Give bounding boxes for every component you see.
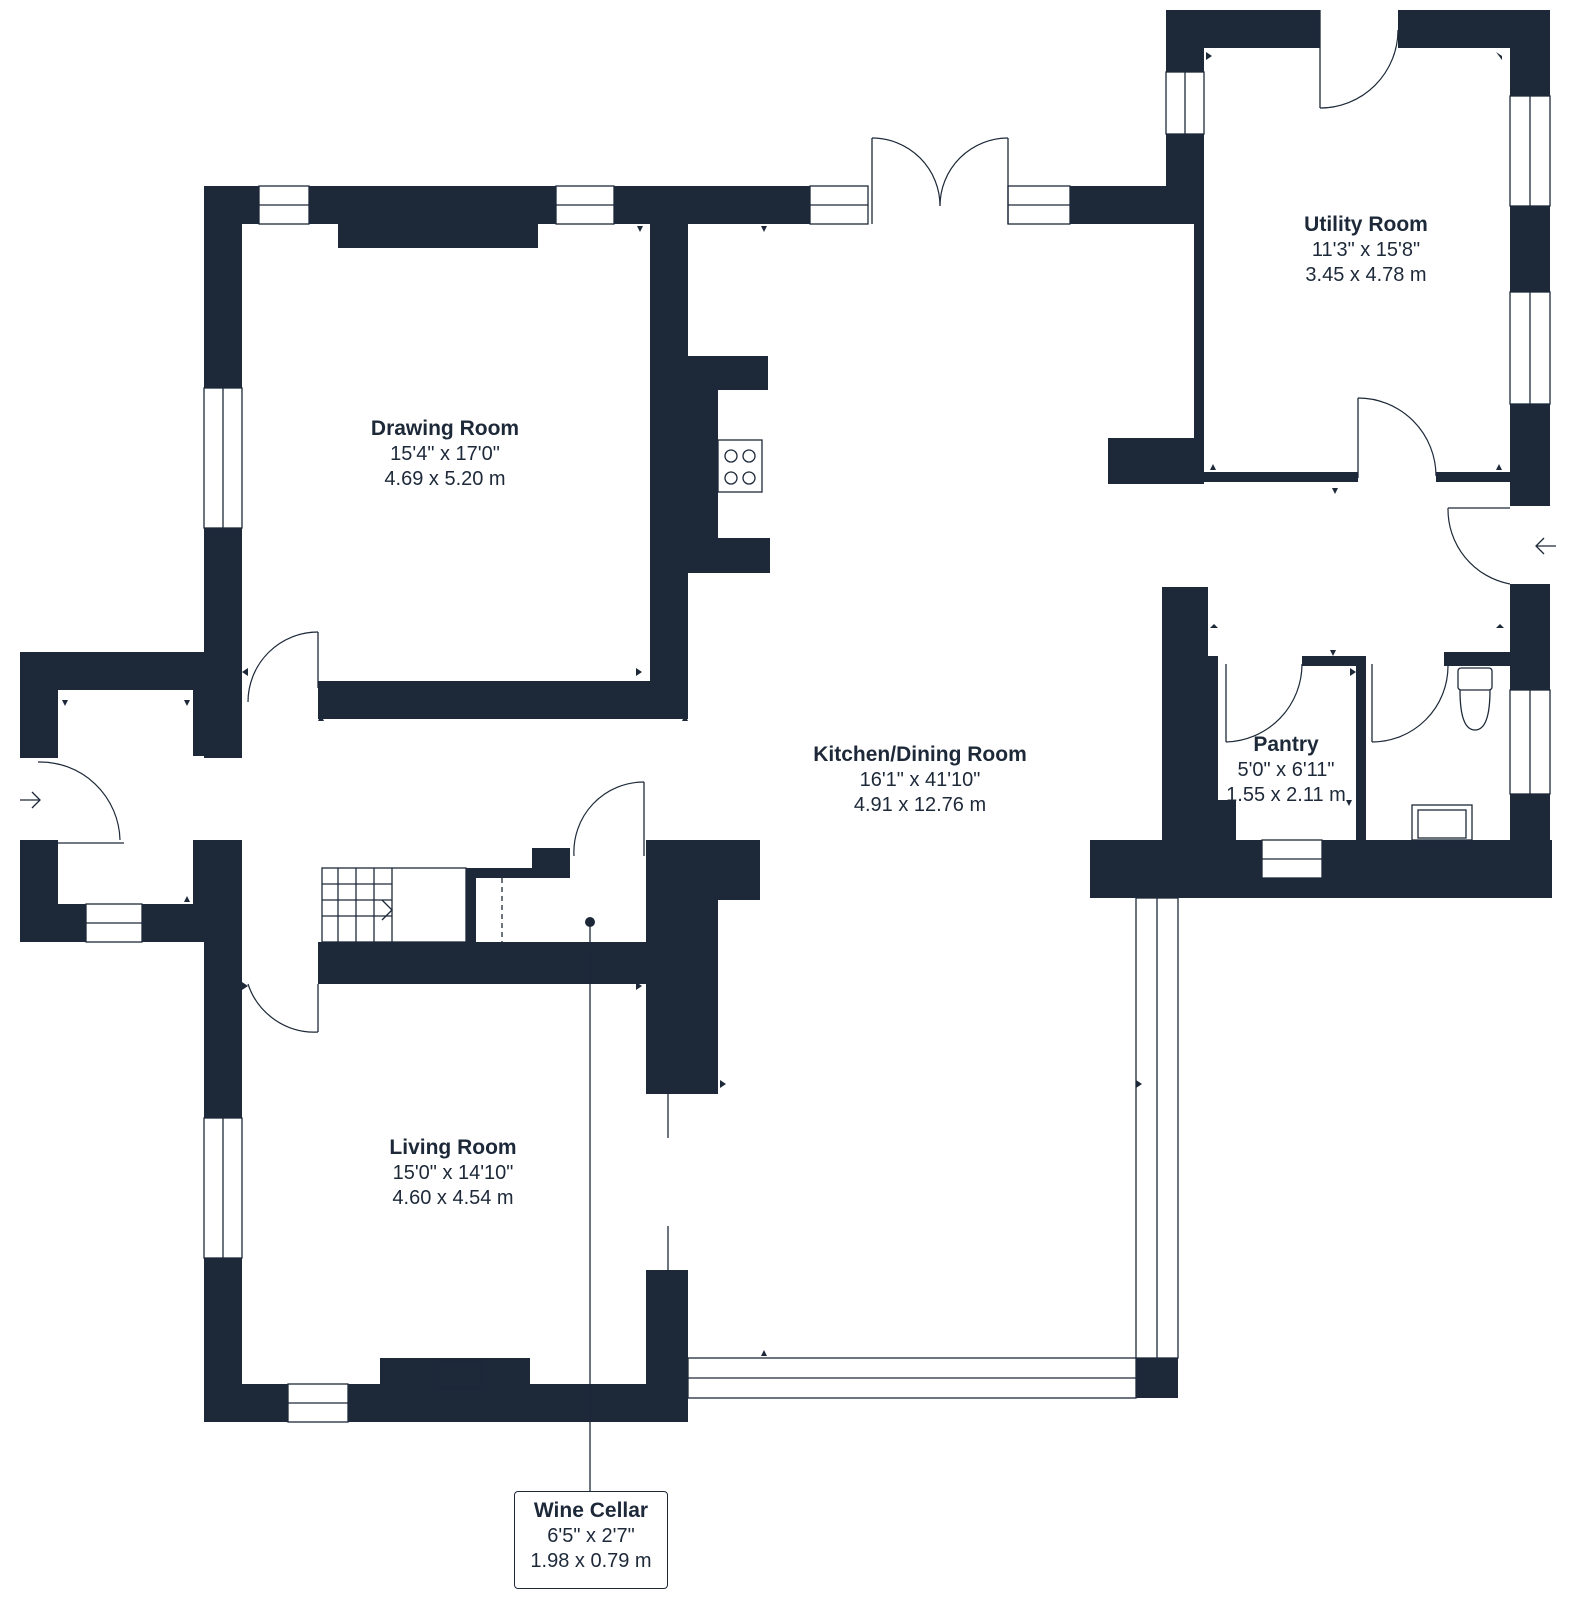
sink-icon xyxy=(1411,804,1473,841)
room-dimensions-metric: 4.60 x 4.54 m xyxy=(392,1187,514,1209)
room-dimensions-imperial: 5'0" x 6'11" xyxy=(1237,759,1335,781)
room-dimensions-metric: 4.69 x 5.20 m xyxy=(384,468,506,490)
room-label-living-room: Living Room 15'0" x 14'10" 4.60 x 4.54 m xyxy=(353,1135,553,1211)
room-label-drawing-room: Drawing Room 15'4" x 17'0" 4.69 x 5.20 m xyxy=(345,416,545,492)
room-label-utility-room: Utility Room 11'3" x 15'8" 3.45 x 4.78 m xyxy=(1266,212,1466,288)
room-label-wine-cellar: Wine Cellar 6'5" x 2'7" 1.98 x 0.79 m xyxy=(514,1491,668,1589)
hob-icon xyxy=(717,439,763,493)
room-dimensions-metric: 3.45 x 4.78 m xyxy=(1305,264,1427,286)
doors xyxy=(37,10,1511,1270)
room-dimensions-imperial: 6'5" x 2'7" xyxy=(547,1525,635,1547)
room-name: Kitchen/Dining Room xyxy=(813,743,1027,766)
room-name: Wine Cellar xyxy=(533,1499,649,1522)
room-dimensions-imperial: 16'1" x 41'10" xyxy=(859,769,981,791)
room-dimensions-metric: 1.55 x 2.11 m xyxy=(1226,784,1346,806)
windows xyxy=(85,71,1551,1423)
room-label-kitchen-dining: Kitchen/Dining Room 16'1" x 41'10" 4.91 … xyxy=(790,742,1050,818)
entrance-arrow-icon xyxy=(20,537,1556,809)
room-label-pantry: Pantry 5'0" x 6'11" 1.55 x 2.11 m xyxy=(1206,732,1366,808)
fireplace-icon xyxy=(431,1359,483,1389)
room-dimensions-metric: 4.91 x 12.76 m xyxy=(853,794,987,816)
wine-cellar-pointer xyxy=(564,917,646,1491)
dimension-markers xyxy=(62,52,1504,1356)
stairs-icon xyxy=(321,867,503,943)
room-dimensions-imperial: 11'3" x 15'8" xyxy=(1311,239,1421,261)
room-dimensions-imperial: 15'4" x 17'0" xyxy=(390,443,500,465)
toilet-icon xyxy=(1457,667,1493,731)
room-name: Drawing Room xyxy=(370,417,520,440)
room-dimensions-metric: 1.98 x 0.79 m xyxy=(530,1550,652,1572)
room-name: Living Room xyxy=(389,1136,517,1159)
room-name: Pantry xyxy=(1253,733,1319,756)
room-dimensions-imperial: 15'0" x 14'10" xyxy=(392,1162,514,1184)
room-name: Utility Room xyxy=(1304,213,1428,236)
